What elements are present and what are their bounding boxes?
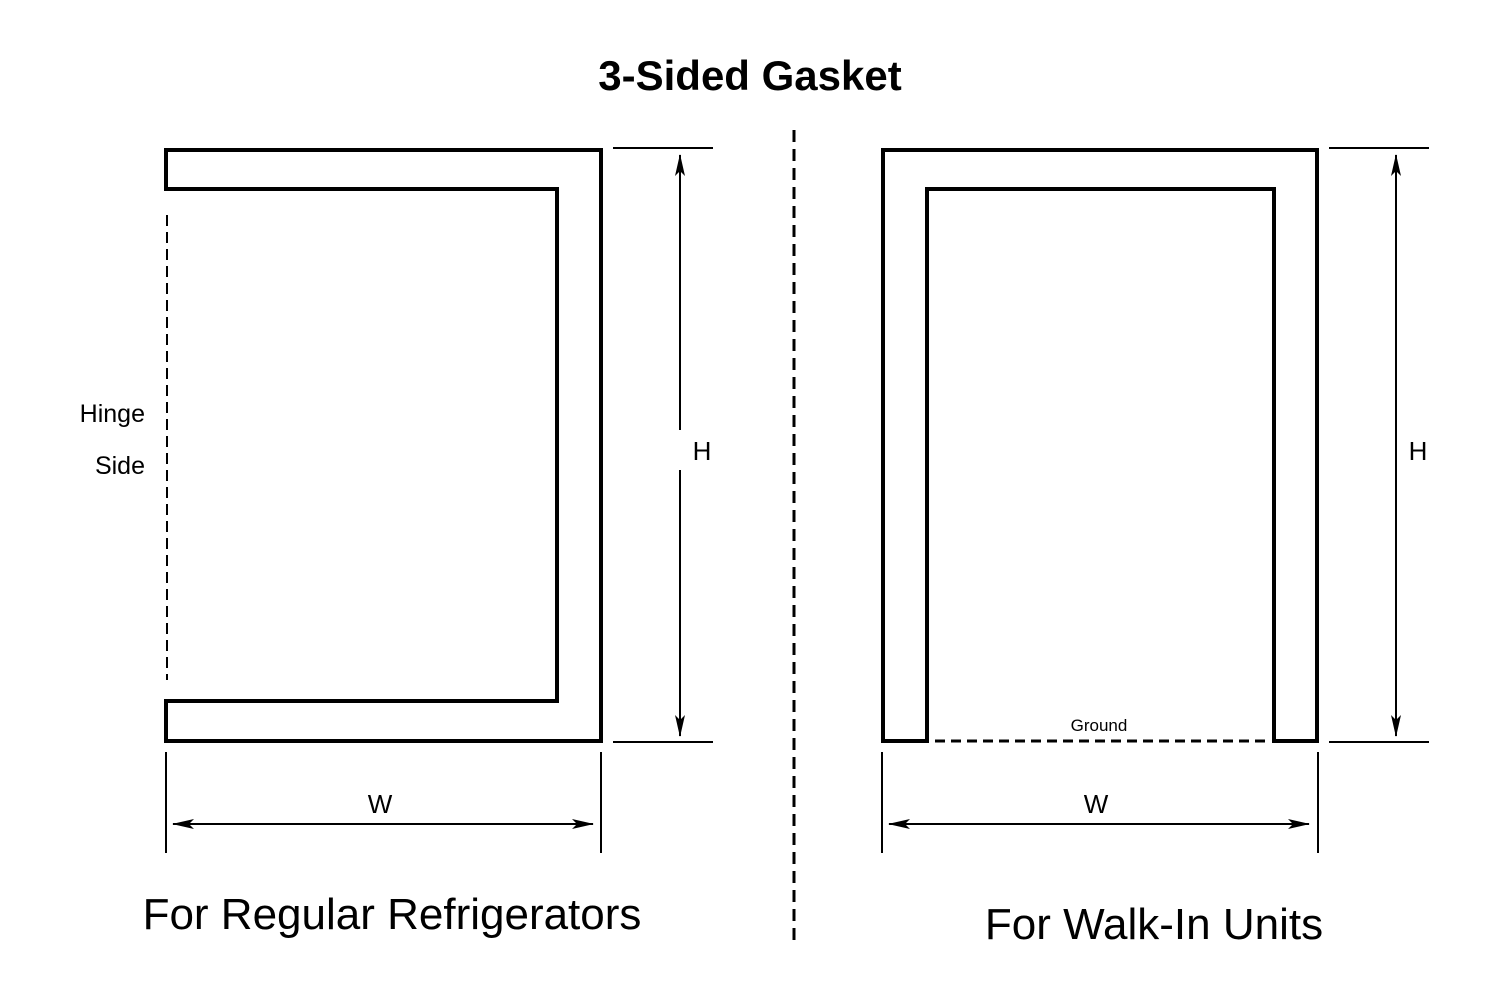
regular-refrigerator-gasket: Hinge Side H W For Regular Refrigerators <box>80 147 713 939</box>
diagram-title: 3-Sided Gasket <box>598 52 901 99</box>
gasket-outline-regular <box>164 148 603 743</box>
height-label: H <box>1409 436 1428 466</box>
gasket-outline-walk-in <box>881 148 1319 743</box>
hinge-label-line1: Hinge <box>80 400 145 428</box>
walk-in-unit-gasket: Ground H W For Walk-In Units <box>881 147 1440 949</box>
walk-in-unit-caption: For Walk-In Units <box>985 900 1323 949</box>
regular-refrigerator-caption: For Regular Refrigerators <box>143 890 642 939</box>
width-label: W <box>1084 789 1109 819</box>
ground-label: Ground <box>1071 716 1128 735</box>
hinge-label-line2: Side <box>95 452 145 480</box>
height-label: H <box>693 436 712 466</box>
width-label: W <box>368 789 393 819</box>
